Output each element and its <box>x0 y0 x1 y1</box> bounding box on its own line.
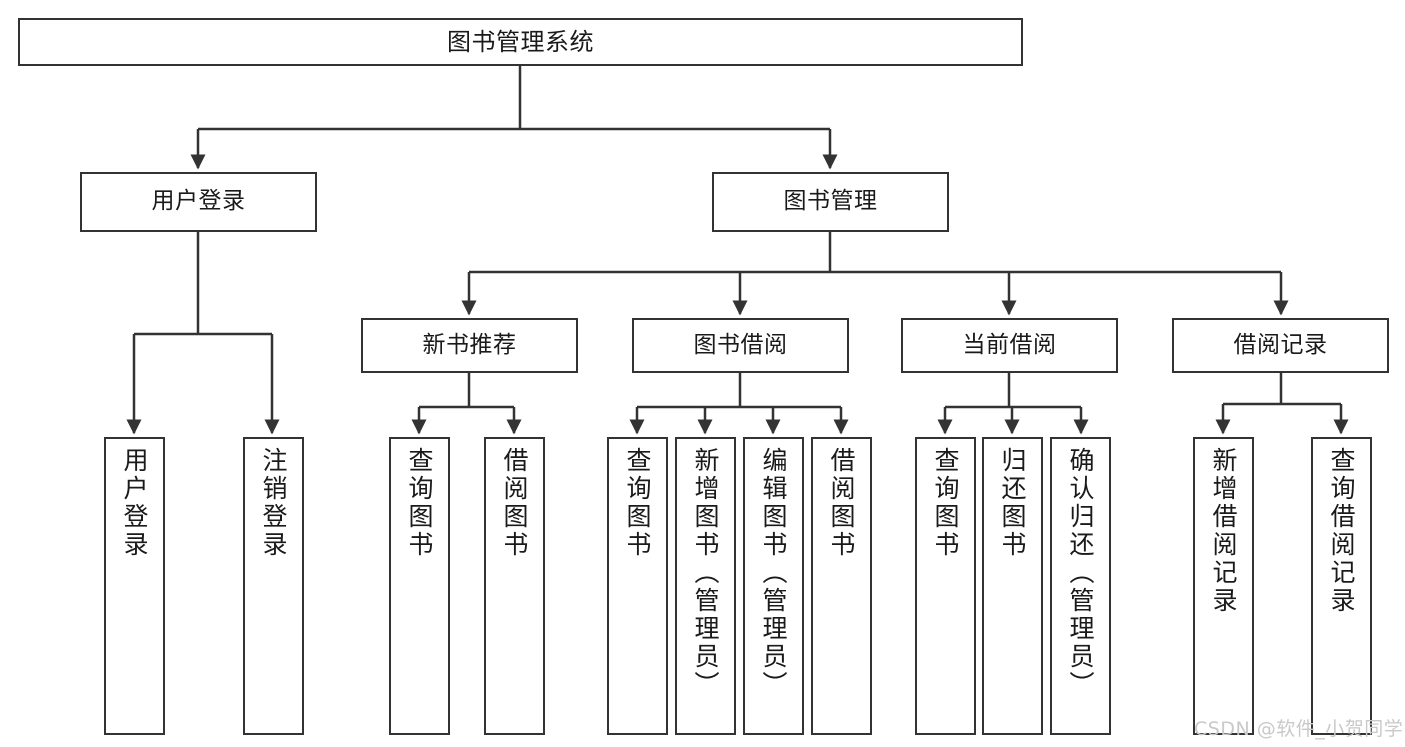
node-label: 新增借阅记录 <box>1209 447 1238 615</box>
node-label: 归还图书 <box>998 447 1027 559</box>
leaf-logout[interactable]: 注销登录 <box>243 437 304 735</box>
node-label: 当前借阅 <box>962 331 1057 358</box>
node-root-book-management-system[interactable]: 图书管理系统 <box>18 18 1023 66</box>
leaf-records-add-record[interactable]: 新增借阅记录 <box>1193 437 1254 735</box>
leaf-borrow-edit-book-admin[interactable]: 编辑图书（管理员） <box>743 437 804 735</box>
node-label: 查询借阅记录 <box>1327 447 1356 615</box>
leaf-newbook-query-books[interactable]: 查询图书 <box>389 437 450 735</box>
node-label: 借阅图书 <box>500 447 529 559</box>
node-label: 图书管理 <box>783 188 878 215</box>
node-label: 查询图书 <box>405 447 434 559</box>
node-label: 注销登录 <box>259 447 288 559</box>
node-book-management[interactable]: 图书管理 <box>712 172 949 232</box>
node-label: 新书推荐 <box>422 331 517 358</box>
csdn-watermark: CSDN @软件_小贺同学 <box>1194 718 1404 740</box>
node-label: 用户登录 <box>120 447 149 559</box>
node-label: 图书管理系统 <box>447 27 594 56</box>
leaf-user-login[interactable]: 用户登录 <box>104 437 165 735</box>
node-new-book-recommendation[interactable]: 新书推荐 <box>361 318 578 373</box>
node-label: 借阅图书 <box>827 447 856 559</box>
node-label: 查询图书 <box>931 447 960 559</box>
node-current-borrowing[interactable]: 当前借阅 <box>901 318 1118 373</box>
node-label: 借阅记录 <box>1233 331 1328 358</box>
leaf-borrow-add-book-admin[interactable]: 新增图书（管理员） <box>675 437 736 735</box>
leaf-current-confirm-return-admin[interactable]: 确认归还（管理员） <box>1050 437 1111 735</box>
node-label: 新增图书（管理员） <box>691 447 720 699</box>
leaf-borrow-query-books[interactable]: 查询图书 <box>607 437 668 735</box>
node-label: 编辑图书（管理员） <box>759 447 788 699</box>
leaf-records-query-record[interactable]: 查询借阅记录 <box>1311 437 1372 735</box>
leaf-current-return-books[interactable]: 归还图书 <box>982 437 1043 735</box>
node-book-borrowing[interactable]: 图书借阅 <box>632 318 849 373</box>
leaf-current-query-books[interactable]: 查询图书 <box>915 437 976 735</box>
leaf-borrow-borrow-books[interactable]: 借阅图书 <box>811 437 872 735</box>
node-borrowing-records[interactable]: 借阅记录 <box>1172 318 1389 373</box>
node-label: 用户登录 <box>151 188 246 215</box>
node-label: 图书借阅 <box>693 331 788 358</box>
node-label: 查询图书 <box>623 447 652 559</box>
node-user-login[interactable]: 用户登录 <box>80 172 317 232</box>
leaf-newbook-borrow-books[interactable]: 借阅图书 <box>484 437 545 735</box>
node-label: 确认归还（管理员） <box>1066 447 1095 699</box>
